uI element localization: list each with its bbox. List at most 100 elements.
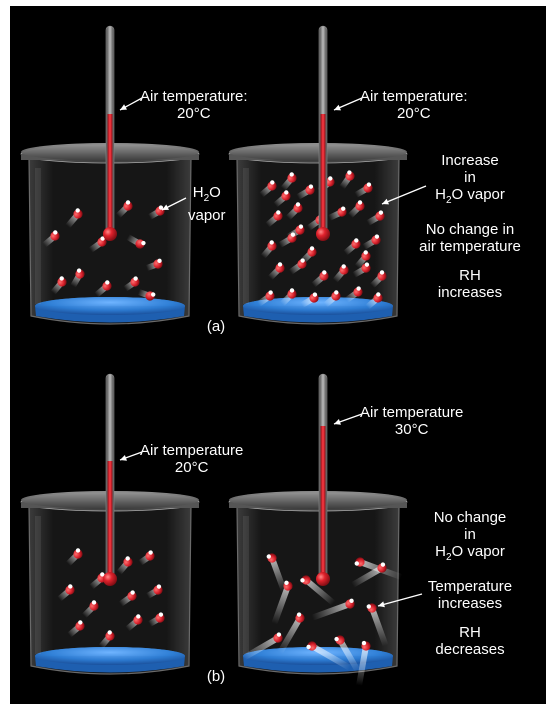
label-arrow [119, 97, 143, 111]
water-molecule [115, 200, 133, 219]
water-molecule [259, 180, 277, 198]
hydrogen-atom [125, 556, 130, 561]
oxygen-atom [89, 601, 99, 611]
mercury-column [107, 114, 113, 234]
nochange-line2: air temperature [419, 238, 521, 255]
thermometer-bulb [103, 227, 117, 241]
water-molecule [306, 641, 352, 671]
diagram-stage: Air temperature: 20°C H2O vapor Air temp… [10, 6, 546, 704]
water-molecule [328, 206, 347, 221]
hydrogen-atom [268, 290, 273, 295]
oxygen-atom [123, 201, 133, 211]
oxygen-atom [123, 557, 133, 567]
water-molecule [351, 562, 387, 588]
water-molecule [354, 182, 373, 198]
thermometer-layer [103, 25, 330, 586]
hydrogen-atom [284, 190, 289, 195]
oxygen-atom [287, 289, 297, 299]
water-molecule [277, 612, 305, 655]
hydrogen-atom [276, 632, 282, 637]
notes-a-right: Increase in H2O vapor No change in air t… [405, 152, 535, 301]
water-molecule [332, 264, 349, 283]
hydrogen-atom [136, 614, 141, 619]
hydrogen-atom [312, 292, 318, 297]
hydrogen-atom [354, 238, 359, 243]
arrow-shaft [381, 185, 427, 205]
jar-lid-top [229, 143, 407, 161]
hydrogen-atom [309, 246, 315, 251]
hydrogen-atom [357, 200, 363, 205]
hydrogen-atom [356, 286, 361, 291]
motion-trail [310, 643, 352, 671]
arrowhead [382, 198, 389, 205]
hydrogen-atom [141, 240, 146, 246]
hydrogen-atom [349, 598, 354, 603]
water-top [35, 297, 185, 315]
arrowhead [162, 204, 169, 210]
oxygen-atom [331, 291, 341, 301]
motion-trail [369, 606, 389, 647]
temp-label-a-right: Air temperature: 20°C [360, 88, 468, 122]
vapor-h: H [435, 543, 446, 560]
oxygen-atom [281, 191, 291, 201]
hydrogen-atom [148, 550, 153, 555]
increase-line1: Increase [441, 152, 499, 169]
arrowhead [334, 419, 341, 425]
temp-label-line1: Air temperature [140, 442, 244, 459]
temp-label-a-left: Air temperature: 20°C [140, 88, 248, 122]
water-molecule [354, 250, 371, 269]
water-molecule [138, 550, 155, 566]
motion-trail [351, 565, 384, 588]
water-molecule [57, 584, 75, 602]
rh-line2: increases [437, 284, 503, 301]
notes-b-right: No change in H2O vapor Temperature incre… [405, 509, 535, 658]
vapor-line: H2O vapor [405, 543, 535, 566]
water-molecule [271, 580, 293, 625]
thermometer-bulb [103, 572, 117, 586]
water-molecule [65, 548, 83, 567]
water-molecule [148, 612, 165, 627]
temperature-line2: increases [437, 595, 503, 612]
water-molecule [347, 200, 365, 219]
water-molecule [118, 590, 137, 607]
water-molecule [285, 202, 303, 221]
vapor-sub: 2 [203, 193, 210, 204]
jar-lid-top [229, 491, 407, 509]
water-molecule [286, 224, 305, 240]
hydrogen-atom [341, 264, 346, 269]
diagram-artwork [20, 25, 427, 686]
water-molecule [344, 286, 363, 303]
rh-line1: RH [459, 624, 481, 641]
arrowhead [334, 104, 341, 111]
jar-highlight [243, 516, 249, 654]
water-molecule [280, 172, 297, 191]
water-molecule [296, 184, 315, 200]
rh-line1: RH [459, 267, 481, 284]
water-molecule [288, 258, 307, 275]
water-molecule [42, 230, 60, 248]
hydrogen-atom [354, 561, 359, 566]
motion-trail [311, 601, 352, 621]
water-molecule [343, 238, 361, 256]
hydrogen-atom [366, 182, 372, 187]
hydrogen-atom [269, 240, 274, 245]
hydrogen-atom [75, 548, 81, 553]
hydrogen-atom [289, 288, 295, 293]
water-molecule [266, 553, 288, 593]
mercury-column [107, 461, 113, 579]
motion-trail [271, 584, 291, 625]
oxygen-atom [65, 585, 75, 595]
water-molecule [323, 290, 341, 308]
jar-highlight [243, 168, 249, 304]
water-molecule [334, 635, 361, 673]
mercury-column [320, 114, 326, 234]
water-molecule [50, 276, 67, 295]
oxygen-atom [267, 241, 277, 251]
water-molecule [94, 280, 112, 298]
water-molecule [260, 240, 277, 259]
water-molecule [81, 600, 99, 619]
water-molecule [311, 270, 329, 288]
arrowhead [120, 104, 127, 110]
hydrogen-atom [361, 640, 367, 646]
water-molecule [146, 584, 163, 599]
